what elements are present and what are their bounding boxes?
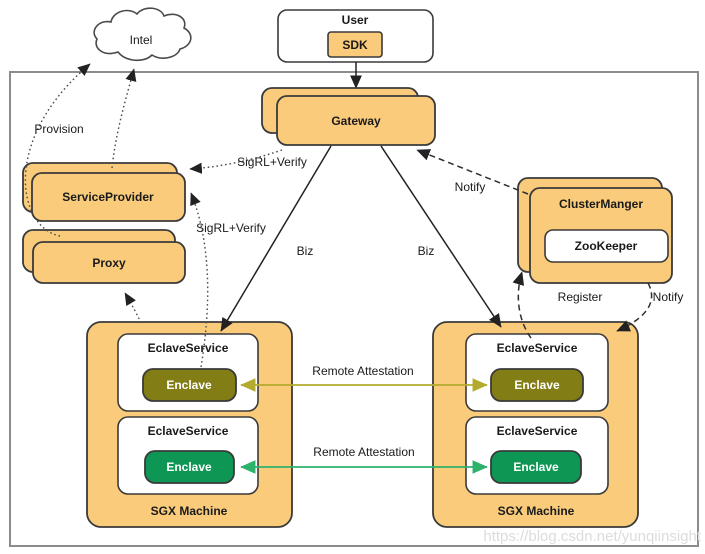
sdk-label: SDK [342,38,368,52]
gateway-node: Gateway [261,87,436,146]
cluster-manager-label: ClusterManger [559,197,643,211]
enclave-left-bottom-label: Enclave [166,460,212,474]
provision-proxy-to-intel-arrow [24,63,91,237]
enclave-right-top-label: Enclave [514,378,560,392]
enclave-right-bottom-box [490,450,582,484]
sigrl-verify-lower-label: SigRL+Verify [196,221,266,235]
enclave-left-top-box [142,368,237,402]
notify-enclave-label: Notify [653,290,684,304]
service-provider-box [31,172,186,222]
zookeeper-label: ZooKeeper [575,239,638,253]
intel-label: Intel [130,33,153,47]
biz-right-label: Biz [418,244,435,258]
intel-cloud-node: Intel [93,7,192,62]
user-node: User SDK [277,9,434,63]
remote-attestation-top-label: Remote Attestation [312,364,413,378]
sgx-machine-left-node: EclaveService Enclave EclaveService Encl… [86,321,293,528]
provision-label: Provision [34,122,83,136]
user-label: User [342,13,369,27]
service-provider-label: ServiceProvider [62,190,154,204]
sgx-machine-right-label: SGX Machine [498,504,575,518]
biz-right-arrow [380,145,502,328]
enclave-service-left-top-label: EclaveService [148,341,229,355]
enclave-left-bottom-box [144,450,235,484]
enclave-right-bottom-label: Enclave [513,460,559,474]
provision-sp-to-intel-arrow [111,68,137,169]
sdk-box [327,31,383,58]
proxy-box [32,241,186,284]
enclave-left-top-label: Enclave [166,378,212,392]
gateway-label: Gateway [331,114,381,128]
zookeeper-box [544,229,669,263]
enclave-service-right-top-label: EclaveService [497,341,578,355]
register-arrow [512,271,532,339]
service-provider-node: ServiceProvider [22,162,186,222]
enclave-service-right-bottom-label: EclaveService [497,424,578,438]
remote-attestation-bottom-label: Remote Attestation [313,445,414,459]
watermark-text: https://blog.csdn.net/yunqiinsight [483,528,701,545]
proxy-node: Proxy [22,229,186,284]
sigrl-verify-upper-arrow [189,149,283,174]
cloud-shape [93,7,192,62]
notify-gateway-label: Notify [455,180,486,194]
sgx-to-proxy-arrow [124,292,142,324]
biz-left-label: Biz [297,244,314,258]
gateway-box [276,95,436,146]
cluster-manager-node: ClusterManger ZooKeeper [517,177,673,284]
enclave-right-top-box [490,368,584,402]
enclave-service-left-bottom-label: EclaveService [148,424,229,438]
sgx-machine-left-label: SGX Machine [151,504,228,518]
biz-left-arrow [220,145,332,332]
register-label: Register [558,290,603,304]
sigrl-verify-upper-label: SigRL+Verify [237,155,307,169]
proxy-label: Proxy [92,256,126,270]
sgx-machine-right-node: EclaveService Enclave EclaveService Encl… [432,321,639,528]
notify-enclave-arrow [616,282,653,332]
